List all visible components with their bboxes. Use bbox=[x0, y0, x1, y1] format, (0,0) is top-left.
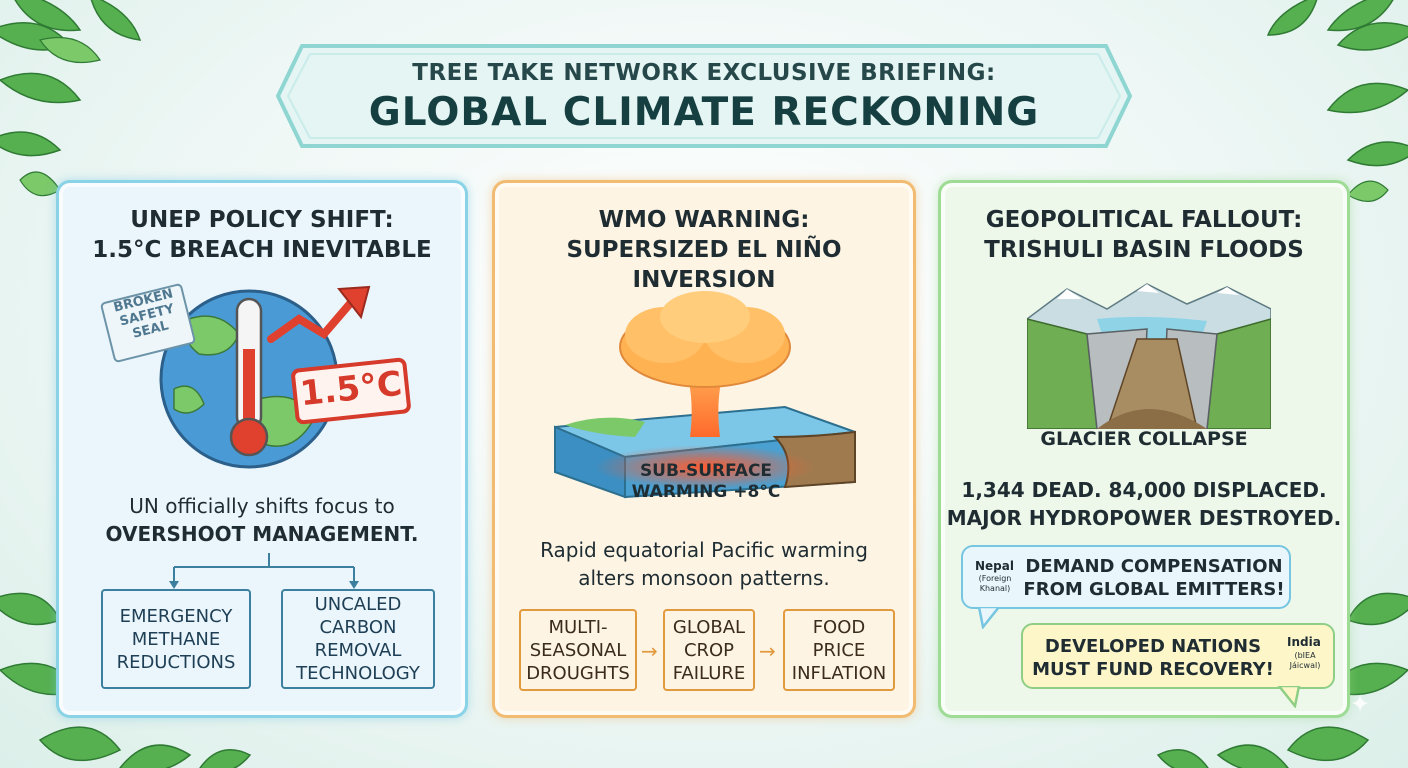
panel3-title-line2: TRISHULI BASIN FLOODS bbox=[984, 237, 1304, 263]
quote-india-text: DEVELOPED NATIONS MUST FUND RECOVERY! bbox=[1032, 636, 1274, 680]
quote-bubble-india: DEVELOPED NATIONS MUST FUND RECOVERY! In… bbox=[1021, 623, 1335, 689]
panel1-body-line2: OVERSHOOT MANAGEMENT. bbox=[105, 522, 419, 546]
arrow-right-icon: → bbox=[641, 639, 658, 663]
sub-surface-warming-label: SUB-SURFACE WARMING +8°C bbox=[631, 461, 781, 502]
header-banner: TREE TAKE NETWORK EXCLUSIVE BRIEFING: GL… bbox=[272, 40, 1136, 152]
quote-bubble-nepal: Nepal (Foreign Khanal) DEMAND COMPENSATI… bbox=[961, 545, 1291, 609]
panel1-title-line1: UNEP POLICY SHIFT: bbox=[130, 207, 394, 233]
header-subtitle: TREE TAKE NETWORK EXCLUSIVE BRIEFING: bbox=[412, 60, 996, 86]
panel-wmo-warning: WMO WARNING: SUPERSIZED EL NIÑO INVERSIO… bbox=[492, 180, 916, 718]
header-title: GLOBAL CLIMATE RECKONING bbox=[368, 90, 1040, 135]
header-banner-shape bbox=[275, 44, 1133, 148]
arrow-right-icon: → bbox=[759, 639, 776, 663]
quote-nepal-text: DEMAND COMPENSATION FROM GLOBAL EMITTERS… bbox=[1023, 556, 1285, 600]
chain-global-crop-failure: GLOBAL CROP FAILURE bbox=[663, 609, 755, 691]
quote-nepal-country: Nepal bbox=[975, 559, 1014, 573]
panel1-body-line1: UN officially shifts focus to bbox=[129, 494, 395, 518]
globe-thermometer-illustration bbox=[100, 283, 411, 469]
panel3-body-line2: MAJOR HYDROPOWER DESTROYED. bbox=[946, 506, 1342, 530]
glacier-collapse-label: GLACIER COLLAPSE bbox=[1040, 428, 1248, 450]
panel3-title-line1: GEOPOLITICAL FALLOUT: bbox=[985, 207, 1303, 233]
panel2-body-line1: Rapid equatorial Pacific warming bbox=[540, 538, 868, 562]
option-emergency-methane: EMERGENCY METHANE REDUCTIONS bbox=[101, 589, 251, 689]
panel2-body-line2: alters monsoon patterns. bbox=[578, 566, 830, 590]
panel-unep-policy: UNEP POLICY SHIFT: 1.5°C BREACH INEVITAB… bbox=[56, 180, 468, 718]
quote-bubble-india-tail bbox=[1277, 686, 1301, 708]
branch-connector bbox=[169, 553, 359, 589]
quote-india-note: (bIEA Jáicwal) bbox=[1289, 651, 1321, 670]
leaves-top-left-decoration bbox=[0, 0, 142, 197]
leaves-bottom-left-decoration bbox=[0, 592, 252, 768]
panel2-title-line1: WMO WARNING: bbox=[598, 207, 810, 233]
panel-geopolitical-fallout: GEOPOLITICAL FALLOUT: TRISHULI BASIN FLO… bbox=[938, 180, 1350, 718]
leaves-top-right-decoration bbox=[1266, 0, 1408, 202]
leaves-bottom-right-decoration bbox=[1156, 592, 1408, 768]
panel1-title-line2: 1.5°C BREACH INEVITABLE bbox=[92, 237, 432, 263]
chain-food-price-inflation: FOOD PRICE INFLATION bbox=[783, 609, 895, 691]
el-nino-ocean-illustration bbox=[554, 291, 856, 499]
sparkle-icon: ✦ bbox=[1350, 690, 1371, 718]
quote-nepal-note: (Foreign Khanal) bbox=[978, 574, 1012, 593]
panel2-title-line2: SUPERSIZED EL NIÑO INVERSION bbox=[566, 237, 842, 293]
quote-bubble-nepal-tail bbox=[977, 607, 1001, 629]
option-carbon-removal: UNCALED CARBON REMOVAL TECHNOLOGY bbox=[281, 589, 435, 689]
panel3-body-line1: 1,344 DEAD. 84,000 DISPLACED. bbox=[961, 478, 1327, 502]
glacier-dam-illustration bbox=[1027, 283, 1271, 429]
chain-multi-seasonal-droughts: MULTI- SEASONAL DROUGHTS bbox=[519, 609, 637, 691]
quote-india-country: India bbox=[1287, 635, 1321, 649]
